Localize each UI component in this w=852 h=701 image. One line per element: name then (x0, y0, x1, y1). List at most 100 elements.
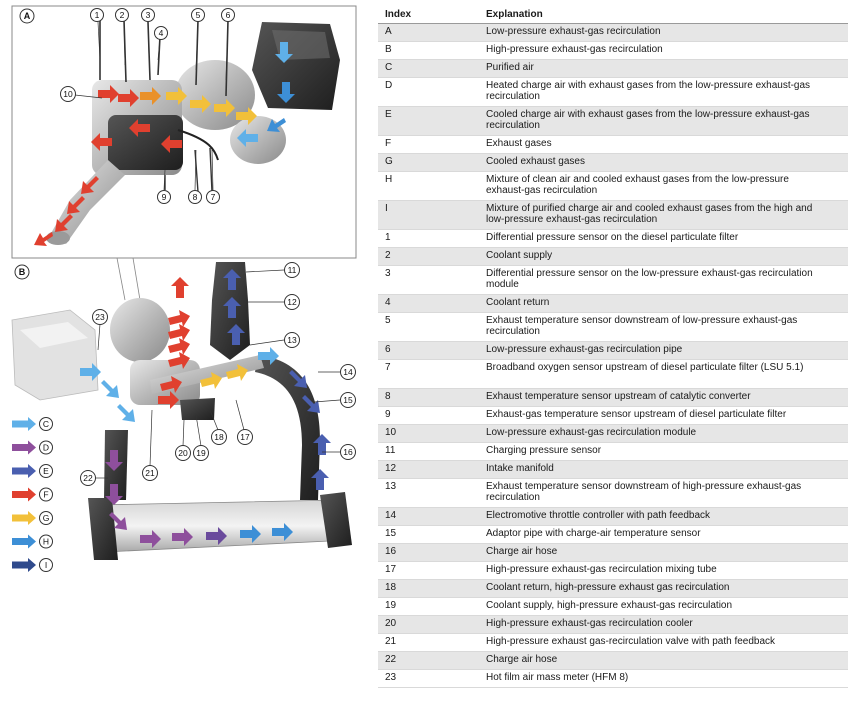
egr-diagram: 1 2 3 4 5 6 7 8 9 10 A B (0, 0, 375, 701)
svg-text:2: 2 (120, 10, 125, 20)
legend-row: B High-pressure exhaust-gas recirculation (378, 41, 848, 60)
callout-17: 17 (237, 429, 253, 445)
svg-text:22: 22 (83, 473, 93, 483)
legend-index-cell: 6 (378, 341, 479, 360)
legend-explanation-text: Exhaust temperature sensor downstream of… (486, 481, 802, 503)
arrow-legend-item-d: D (12, 440, 53, 455)
callout-14: 14 (340, 364, 356, 380)
legend-explanation-text: Coolant supply, high-pressure exhaust-ga… (486, 600, 733, 611)
legend-index-cell: 12 (378, 460, 479, 479)
legend-index-cell: F (378, 135, 479, 154)
legend-index-cell: 4 (378, 294, 479, 313)
legend-explanation-cell: High-pressure exhaust-gas recirculation … (479, 615, 848, 634)
svg-text:16: 16 (343, 447, 353, 457)
legend-explanation-cell: Mixture of clean air and cooled exhaust … (479, 171, 848, 201)
lp-egr-cooler (108, 115, 183, 170)
turbocharger (175, 60, 255, 130)
legend-explanation-cell: Coolant return (479, 294, 848, 313)
legend-arrow-icon (12, 464, 36, 478)
legend-arrow-icon (12, 534, 36, 549)
legend-explanation-text: Charge air hose (486, 654, 558, 665)
legend-explanation-text: Cooled charge air with exhaust gases fro… (486, 109, 810, 131)
legend-explanation-cell: Intake manifold (479, 460, 848, 479)
callout-23: 23 (92, 309, 108, 325)
legend-index-cell: 19 (378, 597, 479, 616)
callout-22: 22 (80, 470, 96, 486)
svg-text:4: 4 (159, 28, 164, 38)
legend-explanation-cell: Differential pressure sensor on the dies… (479, 229, 848, 248)
legend-explanation-text: Differential pressure sensor on the low-… (486, 268, 813, 290)
egr-diagram-svg: 1 2 3 4 5 6 7 8 9 10 A B (11, 5, 357, 572)
panel-a-flow-arrows (34, 42, 295, 246)
callout-20: 20 (175, 445, 191, 461)
svg-text:A: A (24, 11, 31, 21)
legend-explanation-cell: Exhaust temperature sensor upstream of c… (479, 388, 848, 407)
legend-explanation-cell: Broadband oxygen sensor upstream of dies… (479, 359, 848, 389)
svg-text:1: 1 (95, 10, 100, 20)
legend-explanation-cell: Low-pressure exhaust-gas recirculation (479, 23, 848, 42)
arrow-legend-item-f: F (12, 487, 53, 502)
legend-explanation-text: Differential pressure sensor on the dies… (486, 232, 739, 243)
legend-explanation-text: Intake manifold (486, 463, 554, 474)
legend-index-cell: D (378, 77, 479, 107)
turbo-cluster (110, 298, 170, 362)
legend-explanation-cell: Cooled charge air with exhaust gases fro… (479, 106, 848, 136)
legend-explanation-text: Mixture of purified charge air and coole… (486, 203, 813, 225)
charge-air-hose-16 (255, 355, 320, 500)
legend-index-cell: 14 (378, 507, 479, 526)
legend-index-cell: 15 (378, 525, 479, 544)
svg-text:11: 11 (288, 265, 297, 275)
legend-row: 19 Coolant supply, high-pressure exhaust-… (378, 597, 848, 616)
legend-explanation-cell: Low-pressure exhaust-gas recirculation m… (479, 424, 848, 443)
legend-index-cell: C (378, 59, 479, 78)
legend-explanation-text: Exhaust temperature sensor downstream of… (486, 315, 798, 337)
legend-index-cell: B (378, 41, 479, 60)
callout-18: 18 (211, 429, 227, 445)
svg-text:19: 19 (196, 448, 206, 458)
legend-arrow-letter: E (43, 466, 49, 476)
legend-explanation-cell: Purified air (479, 59, 848, 78)
arrow-legend-item-c: C (12, 417, 53, 431)
legend-explanation-text: Adaptor pipe with charge-air temperature… (486, 528, 701, 539)
callout-16: 16 (340, 444, 356, 460)
legend-explanation-cell: Adaptor pipe with charge-air temperature… (479, 525, 848, 544)
legend-index-cell: 5 (378, 312, 479, 342)
legend-index-cell: 18 (378, 579, 479, 598)
legend-index-cell: 17 (378, 561, 479, 580)
legend-explanation-cell: Mixture of purified charge air and coole… (479, 200, 848, 230)
legend-explanation-cell: Exhaust-gas temperature sensor upstream … (479, 406, 848, 425)
legend-explanation-cell: Exhaust gases (479, 135, 848, 154)
legend-explanation-cell: Heated charge air with exhaust gases fro… (479, 77, 848, 107)
arrow-legend-item-g: G (12, 511, 53, 525)
exhaust-pipe (50, 160, 125, 244)
svg-text:13: 13 (287, 335, 297, 345)
legend-arrow-icon (12, 487, 36, 502)
legend-index-cell: 7 (378, 359, 479, 389)
legend-arrow-letter: I (45, 560, 47, 570)
legend-explanation-text: High-pressure exhaust-gas recirculation (486, 44, 663, 55)
legend-explanation-text: Charging pressure sensor (486, 445, 602, 456)
legend-index-cell: I (378, 200, 479, 230)
callout-8: 8 (188, 190, 202, 204)
callout-15: 15 (340, 392, 356, 408)
legend-arrow-icon (12, 440, 36, 455)
arrow-legend-item-i: I (12, 558, 53, 572)
svg-text:18: 18 (214, 432, 224, 442)
legend-explanation-cell: Charge air hose (479, 651, 848, 670)
legend-row: 5 Exhaust temperature sensor downstream o… (378, 312, 848, 342)
legend-explanation-text: Heated charge air with exhaust gases fro… (486, 80, 811, 102)
